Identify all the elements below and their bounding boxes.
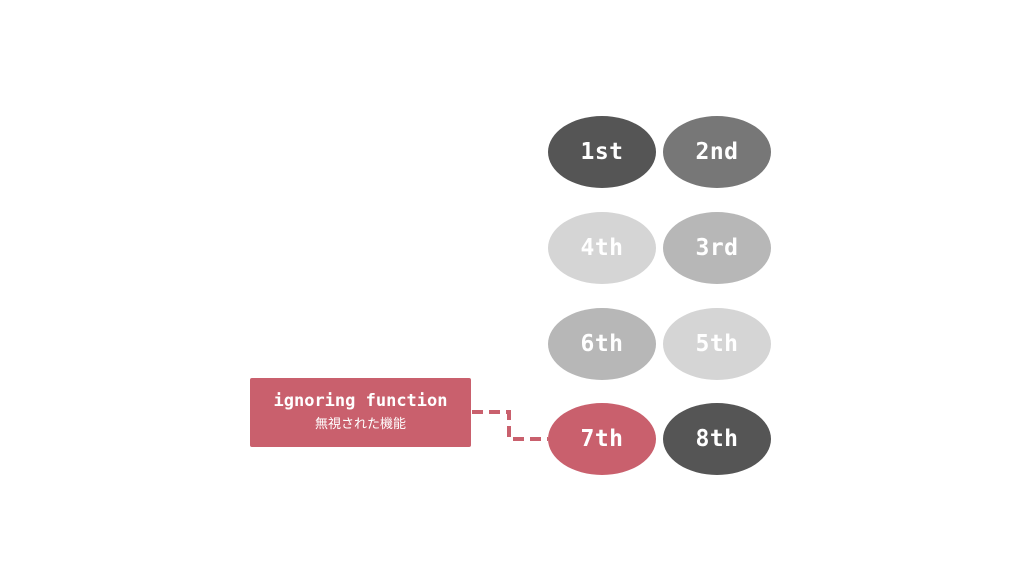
oval-5th: 5th: [663, 308, 771, 380]
callout-title: ignoring function: [273, 391, 448, 411]
oval-label: 2nd: [695, 139, 739, 165]
oval-8th: 8th: [663, 403, 771, 475]
oval-2nd: 2nd: [663, 116, 771, 188]
callout-subtitle: 無視された機能: [314, 417, 406, 432]
oval-1st: 1st: [548, 116, 656, 188]
oval-4th: 4th: [548, 212, 656, 284]
oval-label: 8th: [695, 426, 739, 452]
oval-3rd: 3rd: [663, 212, 771, 284]
oval-label: 4th: [580, 235, 624, 261]
oval-label: 3rd: [695, 235, 739, 261]
oval-label: 6th: [580, 331, 624, 357]
oval-6th: 6th: [548, 308, 656, 380]
ignoring-function-callout: ignoring function 無視された機能: [250, 378, 471, 447]
oval-label: 1st: [580, 139, 624, 165]
oval-label: 5th: [695, 331, 739, 357]
oval-7th: 7th: [548, 403, 656, 475]
oval-label: 7th: [580, 426, 624, 452]
